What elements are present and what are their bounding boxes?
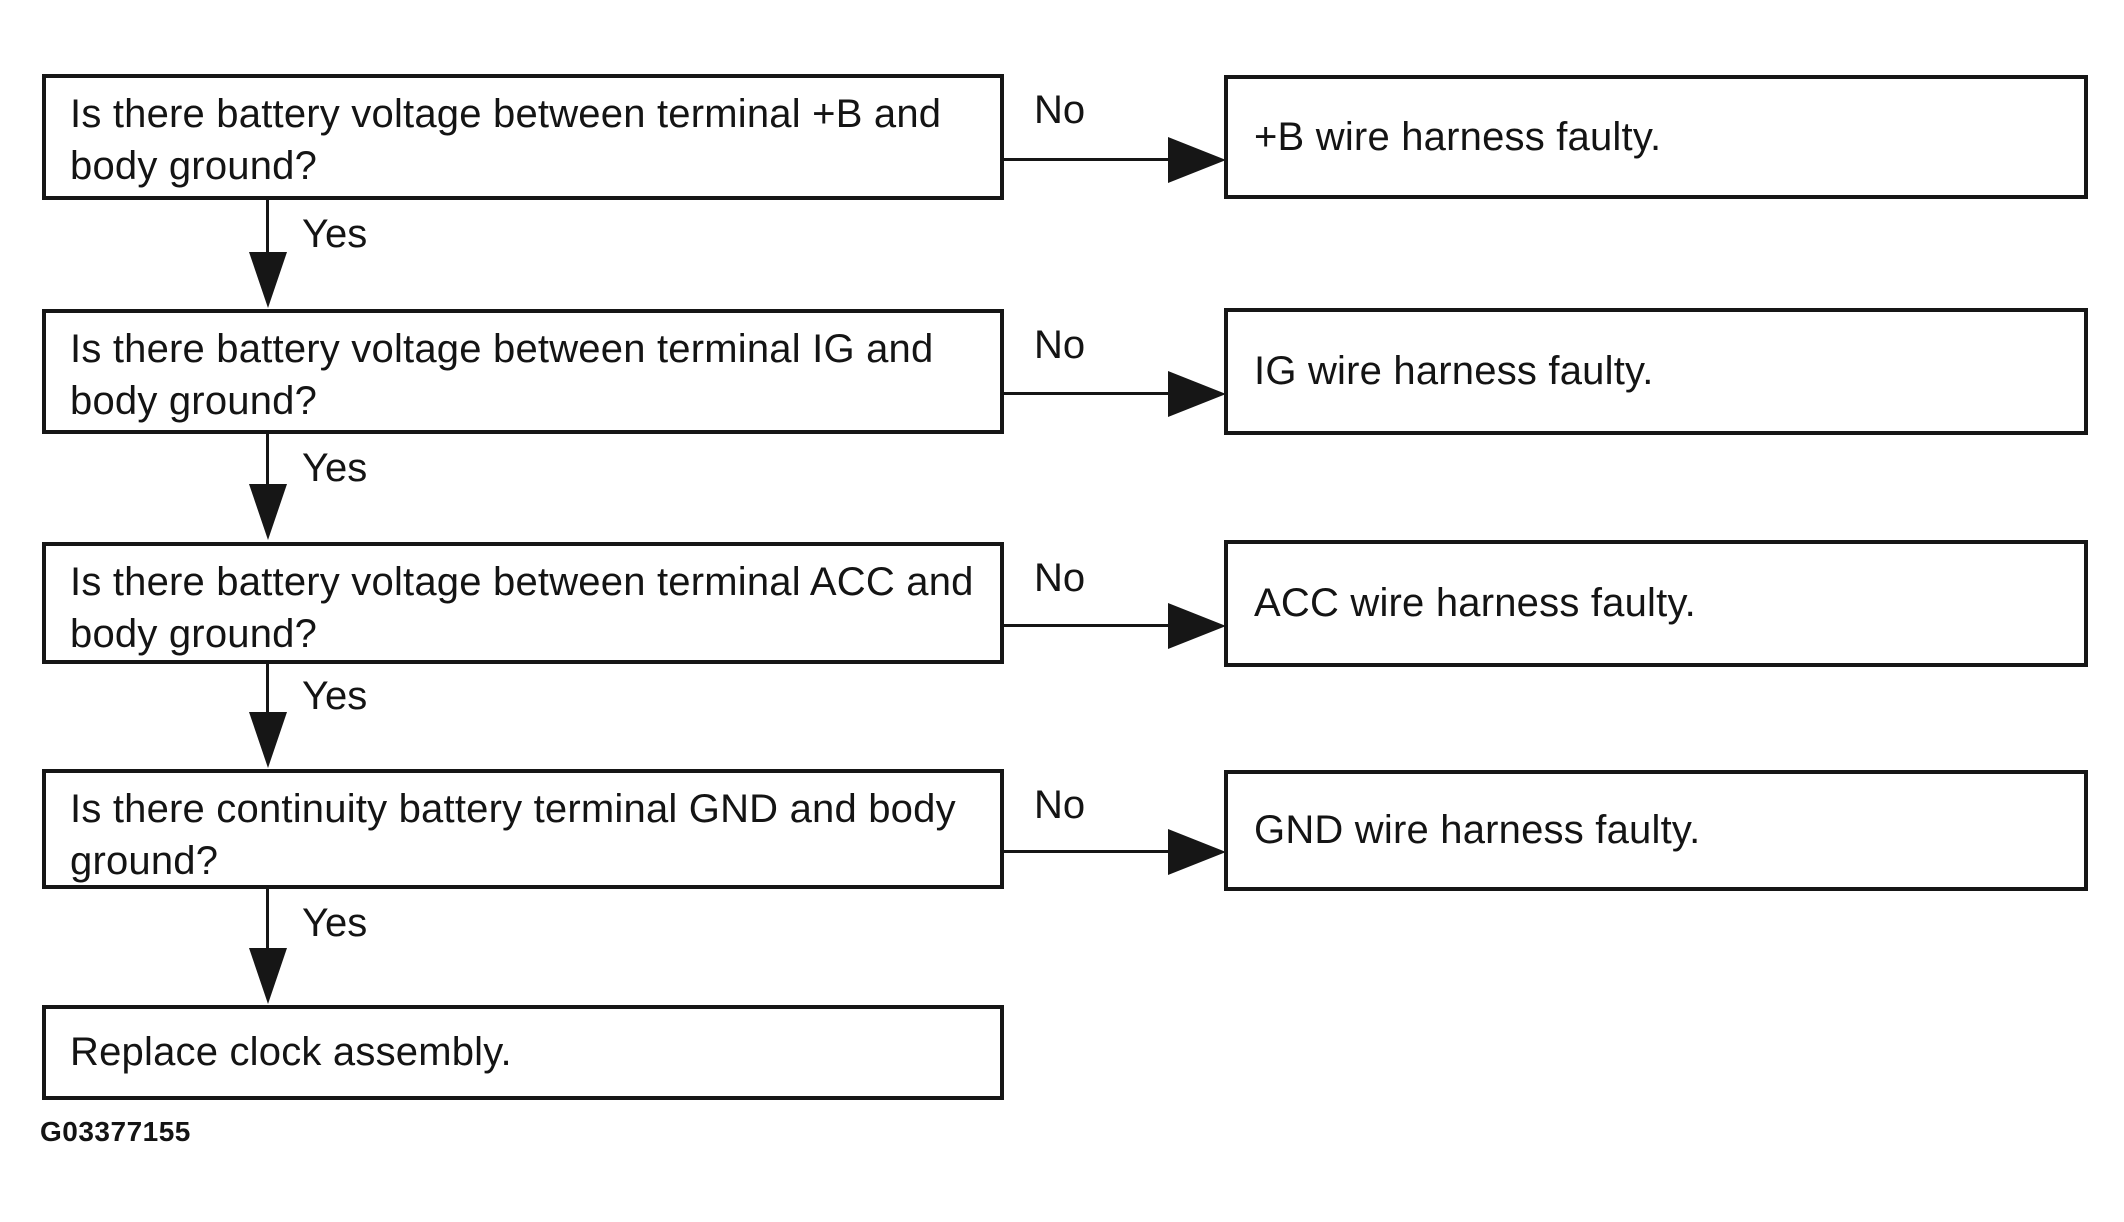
arrow-down-icon <box>249 484 287 540</box>
yes-label-2: Yes <box>302 446 368 490</box>
arrow-right-icon <box>1168 829 1226 875</box>
no-arrow-line-4 <box>1002 850 1174 853</box>
no-label-2: No <box>1034 323 1086 367</box>
no-label-4: No <box>1034 783 1086 827</box>
result-box-4: GND wire harness faulty. <box>1224 770 2088 891</box>
question-box-3: Is there battery voltage between termina… <box>42 542 1004 664</box>
question-box-1: Is there battery voltage between termina… <box>42 74 1004 200</box>
result-text-1: +B wire harness faulty. <box>1254 114 1662 159</box>
no-label-3: No <box>1034 556 1086 600</box>
question-text-1: Is there battery voltage between termina… <box>70 92 942 188</box>
result-box-2: IG wire harness faulty. <box>1224 308 2088 435</box>
no-label-1: No <box>1034 88 1086 132</box>
arrow-down-icon <box>249 252 287 308</box>
yes-arrow-line-4 <box>266 889 269 949</box>
terminal-text: Replace clock assembly. <box>70 1030 512 1074</box>
result-box-1: +B wire harness faulty. <box>1224 75 2088 199</box>
arrow-right-icon <box>1168 603 1226 649</box>
yes-label-1: Yes <box>302 212 368 256</box>
no-arrow-line-2 <box>1002 392 1174 395</box>
arrow-down-icon <box>249 712 287 768</box>
yes-arrow-line-1 <box>266 200 269 254</box>
question-text-4: Is there continuity battery terminal GND… <box>70 787 956 883</box>
yes-label-3: Yes <box>302 674 368 718</box>
terminal-box: Replace clock assembly. <box>42 1005 1004 1100</box>
figure-id: G03377155 <box>40 1116 191 1147</box>
question-text-2: Is there battery voltage between termina… <box>70 327 934 423</box>
no-arrow-line-1 <box>1002 158 1174 161</box>
yes-arrow-line-3 <box>266 664 269 714</box>
arrow-right-icon <box>1168 371 1226 417</box>
question-box-2: Is there battery voltage between termina… <box>42 309 1004 434</box>
yes-label-4: Yes <box>302 901 368 945</box>
result-text-3: ACC wire harness faulty. <box>1254 581 1696 625</box>
result-text-4: GND wire harness faulty. <box>1254 808 1701 852</box>
result-text-2: IG wire harness faulty. <box>1254 349 1654 393</box>
question-box-4: Is there continuity battery terminal GND… <box>42 769 1004 889</box>
arrow-down-icon <box>249 948 287 1004</box>
question-text-3: Is there battery voltage between termina… <box>70 560 974 656</box>
no-arrow-line-3 <box>1002 624 1174 627</box>
arrow-right-icon <box>1168 137 1226 183</box>
yes-arrow-line-2 <box>266 434 269 486</box>
result-box-3: ACC wire harness faulty. <box>1224 540 2088 667</box>
